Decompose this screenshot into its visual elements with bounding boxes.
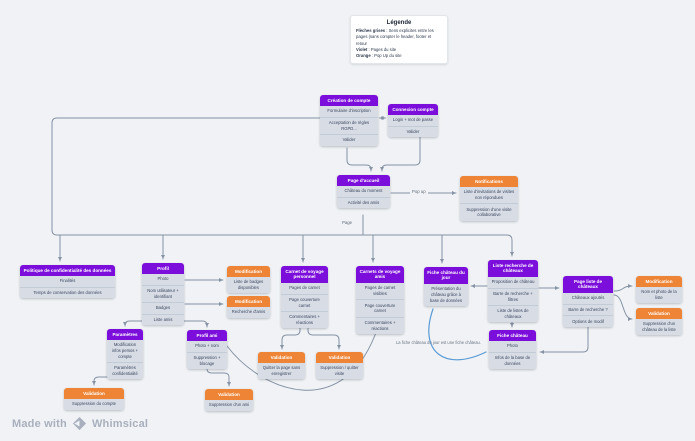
flow-node-notifications[interactable]: Notifications Liste d'invitations de vis… [460, 176, 518, 221]
node-item: Finalités [20, 275, 115, 287]
node-title: Liste recherche de châteaux [488, 260, 538, 277]
flow-node-validation-quitter-visite[interactable]: Validation Suppression / quitter visite [316, 352, 363, 380]
node-item: Suppression + blocage [187, 351, 227, 369]
node-item: Recherche d'amis [227, 306, 270, 318]
watermark-brand: Whimsical [91, 417, 149, 430]
node-item: Photo [142, 273, 184, 285]
node-item: Commentaires + réactions [356, 316, 404, 334]
node-item: Options de modif [563, 315, 613, 327]
node-title: Carnet de voyage personnel [281, 266, 328, 283]
node-title: Politique de confidentialité des données [20, 265, 115, 276]
node-title: Modification [227, 266, 270, 277]
flow-node-politique-confidentialite[interactable]: Politique de confidentialité des données… [20, 265, 115, 299]
flow-node-page-liste-chateaux[interactable]: Page liste de châteaux Châteaux ajoutés … [563, 276, 613, 327]
node-item: Liste de listes de châteaux [488, 304, 538, 323]
node-title: Page d'accueil [337, 175, 390, 186]
node-title: Profil [142, 263, 184, 274]
watermark-made-with: Made with [12, 417, 67, 430]
flow-node-liste-recherche-chateaux[interactable]: Liste recherche de châteaux Proposition … [488, 260, 538, 323]
node-item: Infos de la base de données [489, 351, 536, 369]
flow-node-modification-badges[interactable]: Modification Liste de badges disponibles [227, 266, 270, 294]
flow-node-parametres[interactable]: Paramètres Modification infos persos + c… [107, 329, 143, 380]
node-title: Carnets de voyage amis [356, 266, 404, 283]
node-title: Validation [64, 388, 124, 399]
flow-node-carnets-voyage-amis[interactable]: Carnets de voyage amis Pages de carnet v… [356, 266, 404, 334]
flow-node-creation-compte[interactable]: Création de compte Formulaire d'inscript… [320, 95, 378, 146]
node-item: Pages de carnet [281, 282, 328, 294]
node-item: Présentation du château grâce à base de … [424, 283, 468, 306]
flow-node-modification-recherche-amis[interactable]: Modification Recherche d'amis [227, 296, 270, 318]
node-item: Activité des amis [337, 196, 390, 209]
node-title: Validation [258, 352, 305, 363]
edge-label-page: Page [340, 220, 355, 226]
node-item: Suppression du compte [64, 398, 124, 410]
node-item: Commentaires + réactions [281, 310, 328, 329]
node-item: Formulaire d'inscription [320, 105, 378, 117]
flow-node-modification-liste[interactable]: Modification Nom et photo de la liste [636, 276, 682, 304]
node-item: Liste amis [142, 313, 184, 326]
node-item: Liste d'invitations de visites non répon… [460, 186, 518, 204]
node-item: Suppression d'un château de la liste [636, 318, 682, 336]
legend-card[interactable]: Légende Flèches grises : Sens explicites… [350, 15, 448, 65]
node-item: Suppression / quitter visite [316, 362, 363, 380]
node-item: Login + mot de passe [388, 114, 438, 126]
node-item: Valider [388, 125, 438, 138]
flow-node-validation-suppression-compte[interactable]: Validation Suppression du compte [64, 388, 124, 410]
legend-entry: Violet : Pages du site [356, 46, 397, 52]
node-item: Pages de carnet visibles [356, 282, 404, 300]
node-item: Barre de recherche + filtres [488, 287, 538, 305]
node-item: Acceptation de règles RGPD... [320, 116, 378, 134]
node-item: Suppression d'un ami [205, 399, 253, 411]
flow-node-profil[interactable]: Profil Photo Nom utilisateur + identifia… [142, 263, 184, 326]
node-title: Notifications [460, 176, 518, 187]
flow-node-fiche-chateau-du-jour[interactable]: Fiche château du jour Présentation du ch… [424, 267, 468, 306]
flow-node-carnet-voyage-personnel[interactable]: Carnet de voyage personnel Pages de carn… [281, 266, 328, 329]
node-item: Page couverture carnet [281, 293, 328, 311]
node-title: Paramètres [107, 329, 143, 340]
node-item: Paramètres confidentialité [107, 361, 143, 380]
node-item: Châteaux ajoutés [563, 292, 613, 304]
node-item: Château du moment [337, 185, 390, 197]
flow-node-page-accueil[interactable]: Page d'accueil Château du moment Activit… [337, 175, 390, 209]
node-title: Validation [636, 308, 682, 319]
node-item: Photo [489, 340, 536, 352]
flow-node-validation-suppression-ami[interactable]: Validation Suppression d'un ami [205, 389, 253, 411]
node-item: Temps de conservation des données [20, 286, 115, 299]
node-item: Valider [320, 133, 378, 146]
node-title: Fiche château du jour [424, 267, 468, 284]
flow-node-profil-ami[interactable]: Profil ami Photo + nom Suppression + blo… [187, 330, 227, 369]
node-title: Validation [316, 352, 363, 363]
node-item: Quitter la page sans enregistrer [258, 362, 305, 380]
legend-entry: Flèches grises : Sens explicites entre l… [356, 28, 434, 46]
node-item: Page couverture carnet [356, 299, 404, 317]
edge-label-pop-up: Pop up [410, 189, 428, 195]
legend-title: Légende [386, 20, 412, 26]
whimsical-logo-icon [72, 416, 87, 431]
node-item: Nom et photo de la liste [636, 286, 682, 304]
node-item: Proposition de château [488, 276, 538, 288]
node-item: Liste de badges disponibles [227, 276, 270, 294]
node-item: Modification infos persos + compte [107, 339, 143, 362]
node-item: Nom utilisateur + identifiant [142, 284, 184, 302]
node-title: Page liste de châteaux [563, 276, 613, 293]
node-title: Création de compte [320, 95, 378, 106]
flow-node-validation-quitter-page[interactable]: Validation Quitter la page sans enregist… [258, 352, 305, 380]
node-item: Barre de recherche ? [563, 303, 613, 316]
flow-node-connexion-compte[interactable]: Connexion compte Login + mot de passe Va… [388, 104, 438, 138]
node-title: Fiche château [489, 330, 536, 341]
node-title: Validation [205, 389, 253, 400]
legend-entry: Orange : Pop Up du site [356, 53, 402, 59]
watermark[interactable]: Made with Whimsical [12, 416, 148, 431]
node-item: Photo + nom [187, 340, 227, 352]
node-title: Modification [227, 296, 270, 307]
flow-node-fiche-chateau[interactable]: Fiche château Photo Infos de la base de … [489, 330, 536, 369]
node-item: Badges [142, 301, 184, 314]
annotation-text: La fiche château du jour est une fiche c… [396, 340, 481, 345]
node-title: Profil ami [187, 330, 227, 341]
node-item: Suppression d'une visite collaborative [460, 203, 518, 221]
flow-node-validation-suppression-chateau[interactable]: Validation Suppression d'un château de l… [636, 308, 682, 336]
node-title: Modification [636, 276, 682, 287]
node-title: Connexion compte [388, 104, 438, 115]
